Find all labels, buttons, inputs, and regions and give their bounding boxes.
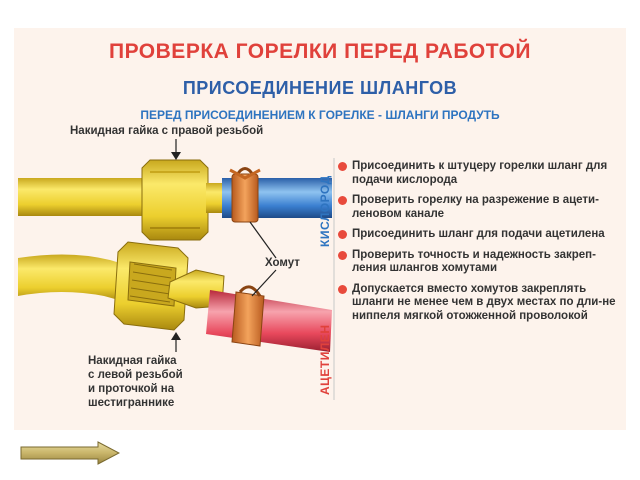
label-clamp: Хомут xyxy=(265,257,300,269)
upper-union-nut xyxy=(141,159,209,241)
page-subtitle: ПРИСОЕДИНЕНИЕ ШЛАНГОВ xyxy=(182,78,458,98)
list-item: Проверить точность и надежность закреп-л… xyxy=(338,249,628,276)
bullet-icon xyxy=(338,230,347,239)
arrow-right-icon xyxy=(20,441,120,465)
next-button[interactable] xyxy=(20,441,120,465)
step-text: Проверить точность и надежность закреп-л… xyxy=(352,248,596,275)
label-acetylene: АЦЕТИЛЕН xyxy=(318,324,332,395)
bullet-icon xyxy=(338,284,347,294)
step-text: Присоединить к штуцеру горелки шланг для… xyxy=(352,160,608,186)
bullet-icon xyxy=(338,196,347,205)
label-nut-left-line: шестиграннике xyxy=(88,397,175,409)
label-nut-left-line: с левой резьбой xyxy=(88,369,183,381)
slide-background xyxy=(14,28,626,430)
acetylene-hose xyxy=(206,290,332,352)
step-text: Проверить горелку на разрежение в ацети-… xyxy=(352,194,599,220)
bullet-icon xyxy=(338,162,347,171)
list-item: Проверить горелку на разрежение в ацети-… xyxy=(338,194,628,221)
label-nut-left-line: Накидная гайка xyxy=(88,355,177,367)
step-text: Допускается вместо хомутов закреплять шл… xyxy=(352,282,616,322)
upper-clamp xyxy=(231,173,259,223)
steps-list: Присоединить к штуцеру горелки шланг для… xyxy=(338,160,628,330)
step-text: Присоединить шланг для подачи ацетилена xyxy=(352,228,605,240)
page-note: ПЕРЕД ПРИСОЕДИНЕНИЕМ К ГОРЕЛКЕ - ШЛАНГИ … xyxy=(140,108,500,122)
upper-nipple xyxy=(206,183,226,213)
lower-brass-tube xyxy=(18,254,130,302)
upper-brass-tube xyxy=(18,178,146,216)
list-item: Допускается вместо хомутов закреплять шл… xyxy=(338,283,628,324)
list-item: Присоединить шланг для подачи ацетилена xyxy=(338,228,628,242)
page-title: ПРОВЕРКА ГОРЕЛКИ ПЕРЕД РАБОТОЙ xyxy=(108,40,531,63)
label-nut-right: Накидная гайка с правой резьбой xyxy=(70,125,264,137)
list-item: Присоединить к штуцеру горелки шланг для… xyxy=(338,160,628,187)
label-oxygen: КИСЛОРОД xyxy=(318,175,332,247)
bullet-icon xyxy=(338,250,347,260)
lower-clamp xyxy=(231,291,265,347)
label-nut-left: Накидная гайка с левой резьбой и проточк… xyxy=(88,354,183,410)
label-nut-left-line: и проточкой на xyxy=(88,383,175,395)
